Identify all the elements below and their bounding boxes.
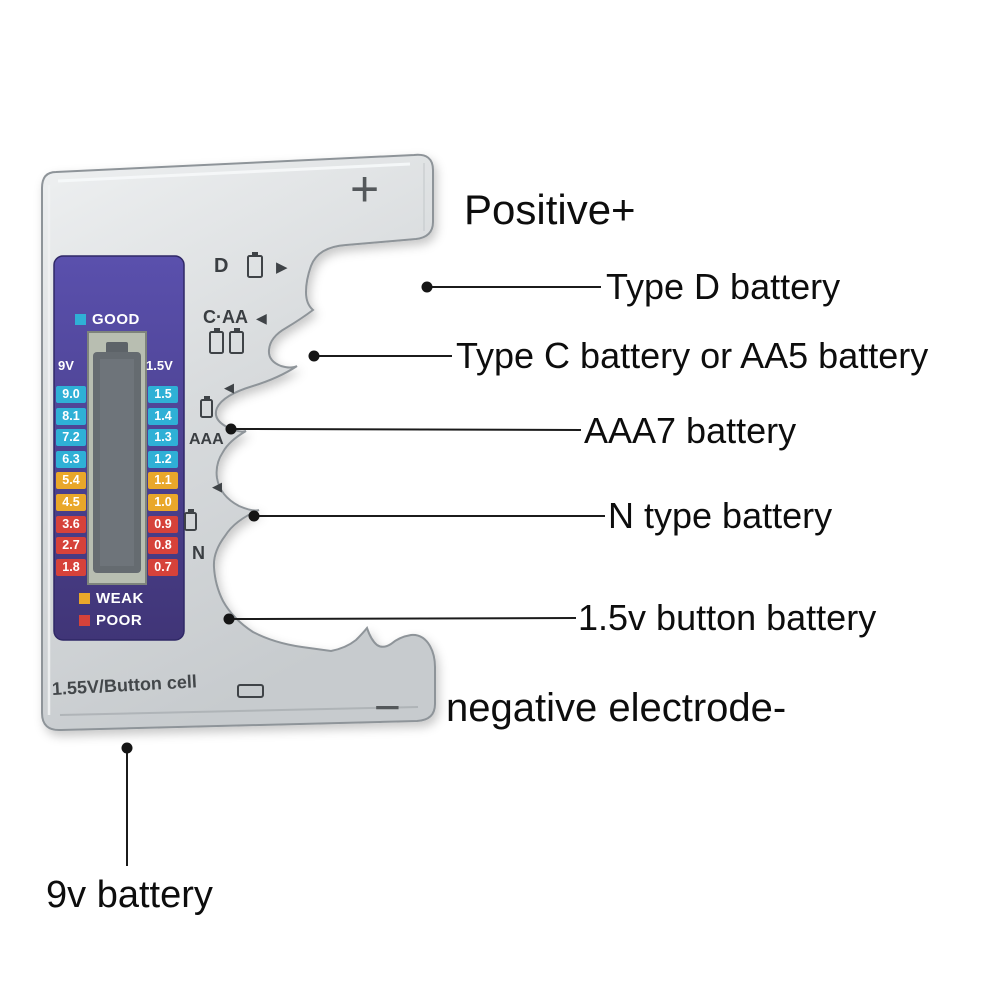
arrow-left-icon: ◀	[224, 381, 234, 396]
annotation-lines	[126, 286, 605, 866]
annotation-line-aaa7	[235, 428, 582, 431]
lcd-voltage-cell: 4.5	[56, 493, 86, 511]
annotation-dot-9v	[121, 742, 133, 754]
annotation-dot-n-type	[248, 510, 260, 522]
poor-label: POOR	[96, 612, 143, 629]
lcd-voltage-cell: 0.9	[148, 515, 178, 533]
annotation-type-c-aa5: Type C battery or AA5 battery	[456, 335, 929, 376]
good-label: GOOD	[92, 311, 140, 328]
annotation-button-battery: 1.5v button battery	[578, 597, 877, 638]
annotation-negative: negative electrode-	[446, 686, 787, 730]
lcd-voltage-cell: 1.8	[56, 558, 86, 576]
battery-icon-c1	[209, 331, 224, 354]
lcd-voltage-cell: 1.1	[148, 472, 178, 490]
arrow-left-icon: ◀	[256, 311, 267, 327]
lcd-legend-weak: WEAK	[79, 590, 144, 607]
slot-label-d: D	[214, 255, 229, 277]
battery-icon-d	[247, 255, 263, 278]
device-positive-terminal-symbol: +	[350, 161, 380, 217]
lcd-battery-glyph-tip	[106, 342, 128, 354]
annotation-aaa7: AAA7 battery	[584, 410, 797, 451]
device-negative-terminal-symbol: −	[374, 681, 401, 733]
annotation-dot-type-c	[308, 350, 320, 362]
annotation-dot-aaa7	[225, 423, 237, 435]
battery-icon-aaa	[200, 399, 213, 418]
button-cell-icon	[237, 684, 264, 698]
lcd-voltage-cell: 1.2	[148, 450, 178, 468]
weak-label: WEAK	[96, 590, 144, 607]
slot-label-c-aa: C·AA	[203, 307, 248, 327]
annotation-line-button	[233, 617, 577, 620]
lcd-voltage-cell: 0.7	[148, 558, 178, 576]
arrow-left-icon: ◀	[212, 480, 222, 495]
lcd-voltage-cell: 1.0	[148, 493, 178, 511]
annotation-positive: Positive+	[464, 186, 636, 233]
lcd-voltage-cell: 0.8	[148, 537, 178, 555]
poor-color-swatch	[79, 615, 90, 626]
lcd-voltage-cell: 1.5	[148, 386, 178, 403]
lcd-legend-good: GOOD	[75, 311, 140, 328]
annotation-dots	[121, 281, 433, 754]
lcd-voltage-cell: 6.3	[56, 450, 86, 468]
battery-icon-c2	[229, 331, 244, 354]
annotation-type-d: Type D battery	[606, 266, 841, 307]
lcd-voltage-column-1-5v: 1.5 1.4 1.3 1.2 1.1 1.0 0.9 0.8 0.7	[148, 386, 178, 580]
lcd-voltage-cell: 5.4	[56, 472, 86, 490]
lcd-voltage-cell: 1.4	[148, 407, 178, 425]
lcd-voltage-cell: 8.1	[56, 407, 86, 425]
lcd-battery-glyph-core	[100, 359, 134, 566]
arrow-right-icon: ▶	[276, 258, 288, 276]
lcd-voltage-cell: 1.3	[148, 429, 178, 447]
annotation-dot-button	[223, 613, 235, 625]
lcd-voltage-cell: 7.2	[56, 429, 86, 447]
lcd-voltage-column-9v: 9.0 8.1 7.2 6.3 5.4 4.5 3.6 2.7 1.8	[56, 386, 86, 580]
lcd-voltage-cell: 9.0	[56, 386, 86, 403]
battery-icon-n	[184, 512, 197, 531]
lcd-voltage-cell: 3.6	[56, 515, 86, 533]
annotation-dot-type-d	[421, 281, 433, 293]
good-color-swatch	[75, 314, 86, 325]
lcd-legend-poor: POOR	[79, 612, 142, 629]
lcd-left-column-header: 9V	[58, 358, 74, 373]
annotation-9v-battery: 9v battery	[46, 874, 213, 916]
lcd-right-column-header: 1.5V	[146, 358, 173, 373]
lcd-voltage-cell: 2.7	[56, 537, 86, 555]
weak-color-swatch	[79, 593, 90, 604]
slot-label-aaa: AAA	[189, 431, 224, 448]
annotation-n-type: N type battery	[608, 495, 833, 536]
slot-label-n: N	[192, 543, 205, 563]
device-top-bevel	[57, 162, 411, 183]
device-bottom-bevel	[59, 706, 419, 716]
